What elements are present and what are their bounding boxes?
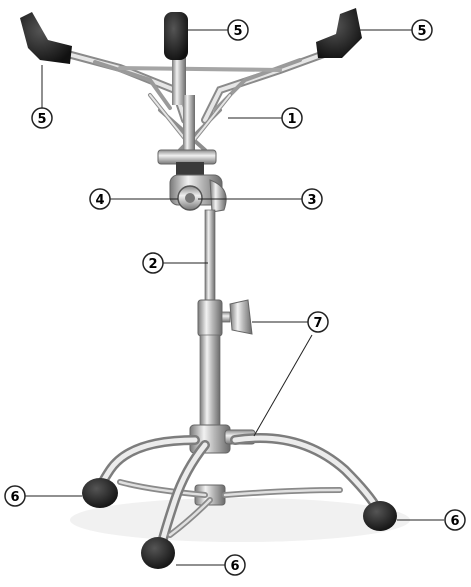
callout-3: 3 xyxy=(302,189,322,209)
svg-text:5: 5 xyxy=(417,24,426,39)
callout-1: 1 xyxy=(282,108,302,128)
basket-arms xyxy=(60,45,335,155)
callout-5-left: 5 xyxy=(32,108,52,128)
tilter-assembly xyxy=(158,150,226,212)
svg-text:6: 6 xyxy=(450,514,459,529)
svg-text:4: 4 xyxy=(95,193,104,208)
callout-6-left: 6 xyxy=(5,486,25,506)
callout-2: 2 xyxy=(143,253,163,273)
callout-6-bottom: 6 xyxy=(225,555,245,575)
svg-text:5: 5 xyxy=(233,24,242,39)
svg-text:6: 6 xyxy=(230,559,239,574)
callout-5-right: 5 xyxy=(412,20,432,40)
upper-tube xyxy=(205,210,215,305)
svg-text:2: 2 xyxy=(148,257,157,272)
height-clamp xyxy=(198,300,252,336)
lower-tube xyxy=(200,335,220,430)
svg-text:1: 1 xyxy=(287,112,296,127)
svg-text:3: 3 xyxy=(307,193,316,208)
callout-6-right: 6 xyxy=(445,510,465,530)
svg-text:5: 5 xyxy=(37,112,46,127)
svg-text:7: 7 xyxy=(313,316,322,331)
svg-text:6: 6 xyxy=(10,490,19,505)
callout-5-center: 5 xyxy=(228,20,248,40)
floor-shadow xyxy=(70,498,410,542)
callout-4: 4 xyxy=(90,189,110,209)
callout-7: 7 xyxy=(308,312,328,332)
